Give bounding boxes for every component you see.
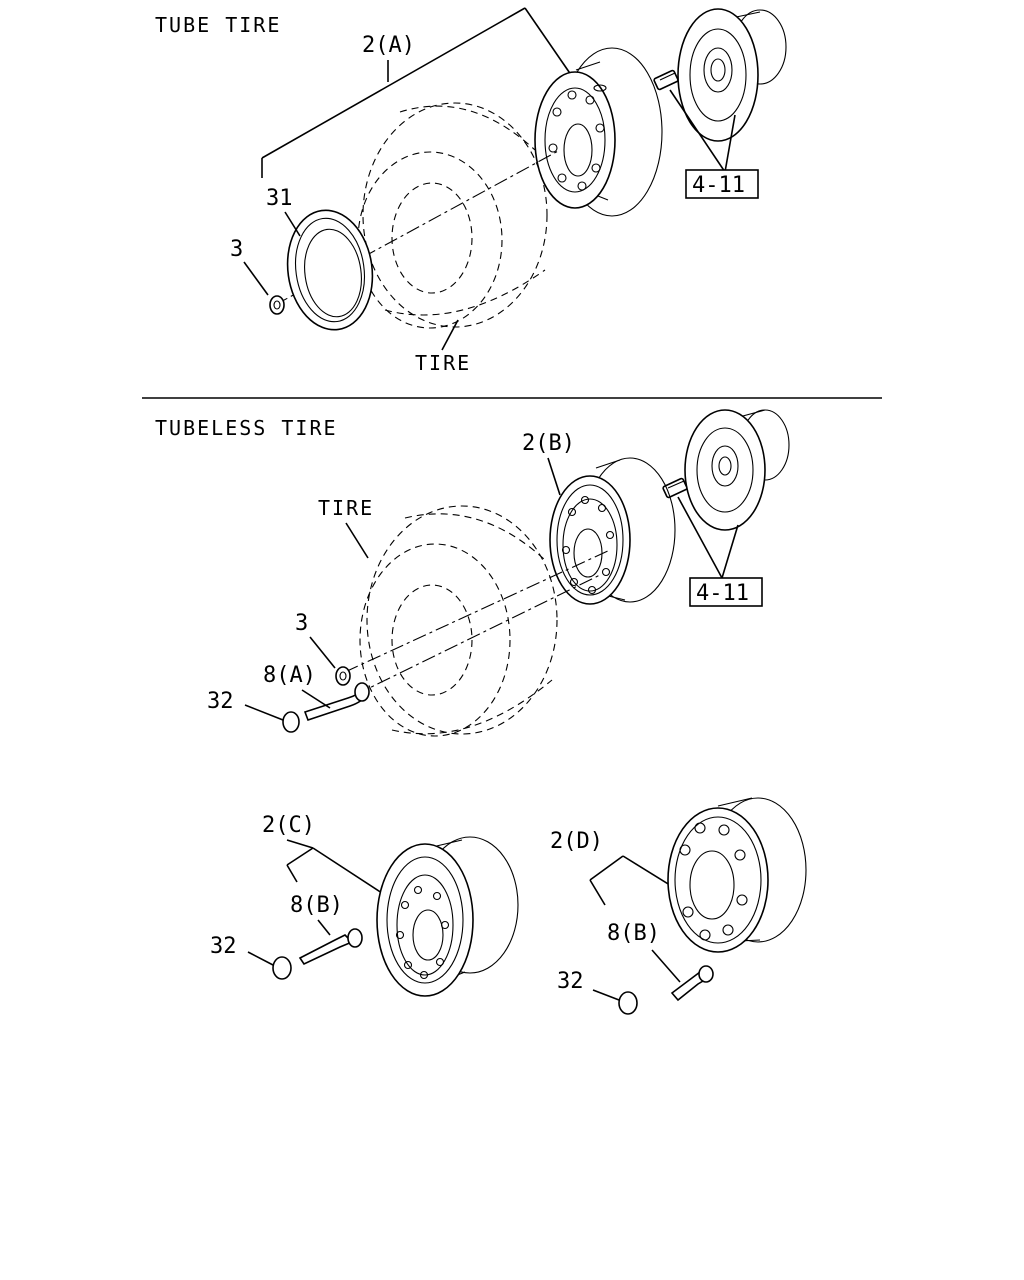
tube-flap [286,209,374,331]
tube-wheel-callout: 2(A) [261,7,579,178]
tube-hub-bolt [653,69,679,91]
tubeless-valve-label: 8(A) [263,663,316,688]
wheel-d-label: 2(D) [550,829,603,854]
wheel-c-callout: 2(C) [262,813,386,896]
tube-wheel-label: 2(A) [362,33,415,58]
tubeless-tire-label: TIRE [318,496,374,520]
wheel-c-label: 2(C) [262,813,315,838]
tube-ref-callout: 4-11 [669,89,759,199]
tube-nut-label: 3 [230,237,243,262]
tube-tire [357,102,548,329]
wheel-c-valve-label: 8(B) [290,893,343,918]
wheel-c [376,836,519,997]
tube-tire-heading: TUBE TIRE [155,13,281,37]
tube-ref-label: 4-11 [692,173,745,198]
wheel-c-cap [272,956,292,980]
tubeless-nut [335,666,351,686]
wheel-d-callout: 2(D) [550,829,687,906]
tube-flap-label: 31 [266,186,293,211]
tubeless-hub [684,409,790,531]
wheel-d [667,797,807,953]
tubeless-tire-heading: TUBELESS TIRE [155,416,338,440]
tube-wheel [534,47,663,217]
wheel-d-valve [670,965,714,1002]
tubeless-tire [359,505,558,737]
tubeless-ref-label: 4-11 [696,581,749,606]
tubeless-wheel [549,457,676,605]
wheel-d-cap-label: 32 [557,969,584,994]
tube-nut [269,295,285,315]
tube-tire-label: TIRE [415,351,471,375]
wheel-d-cap [618,991,638,1015]
tubeless-cap [282,711,300,733]
tube-hub [677,8,787,142]
wheel-c-cap-label: 32 [210,934,237,959]
wheel-d-valve-label: 8(B) [607,921,660,946]
tubeless-wheel-label: 2(B) [522,431,575,456]
wheel-c-valve [298,928,363,966]
tubeless-valve [303,682,370,722]
tubeless-cap-label: 32 [207,689,234,714]
tubeless-nut-label: 3 [295,611,308,636]
tubeless-ref-callout: 4-11 [677,496,763,607]
